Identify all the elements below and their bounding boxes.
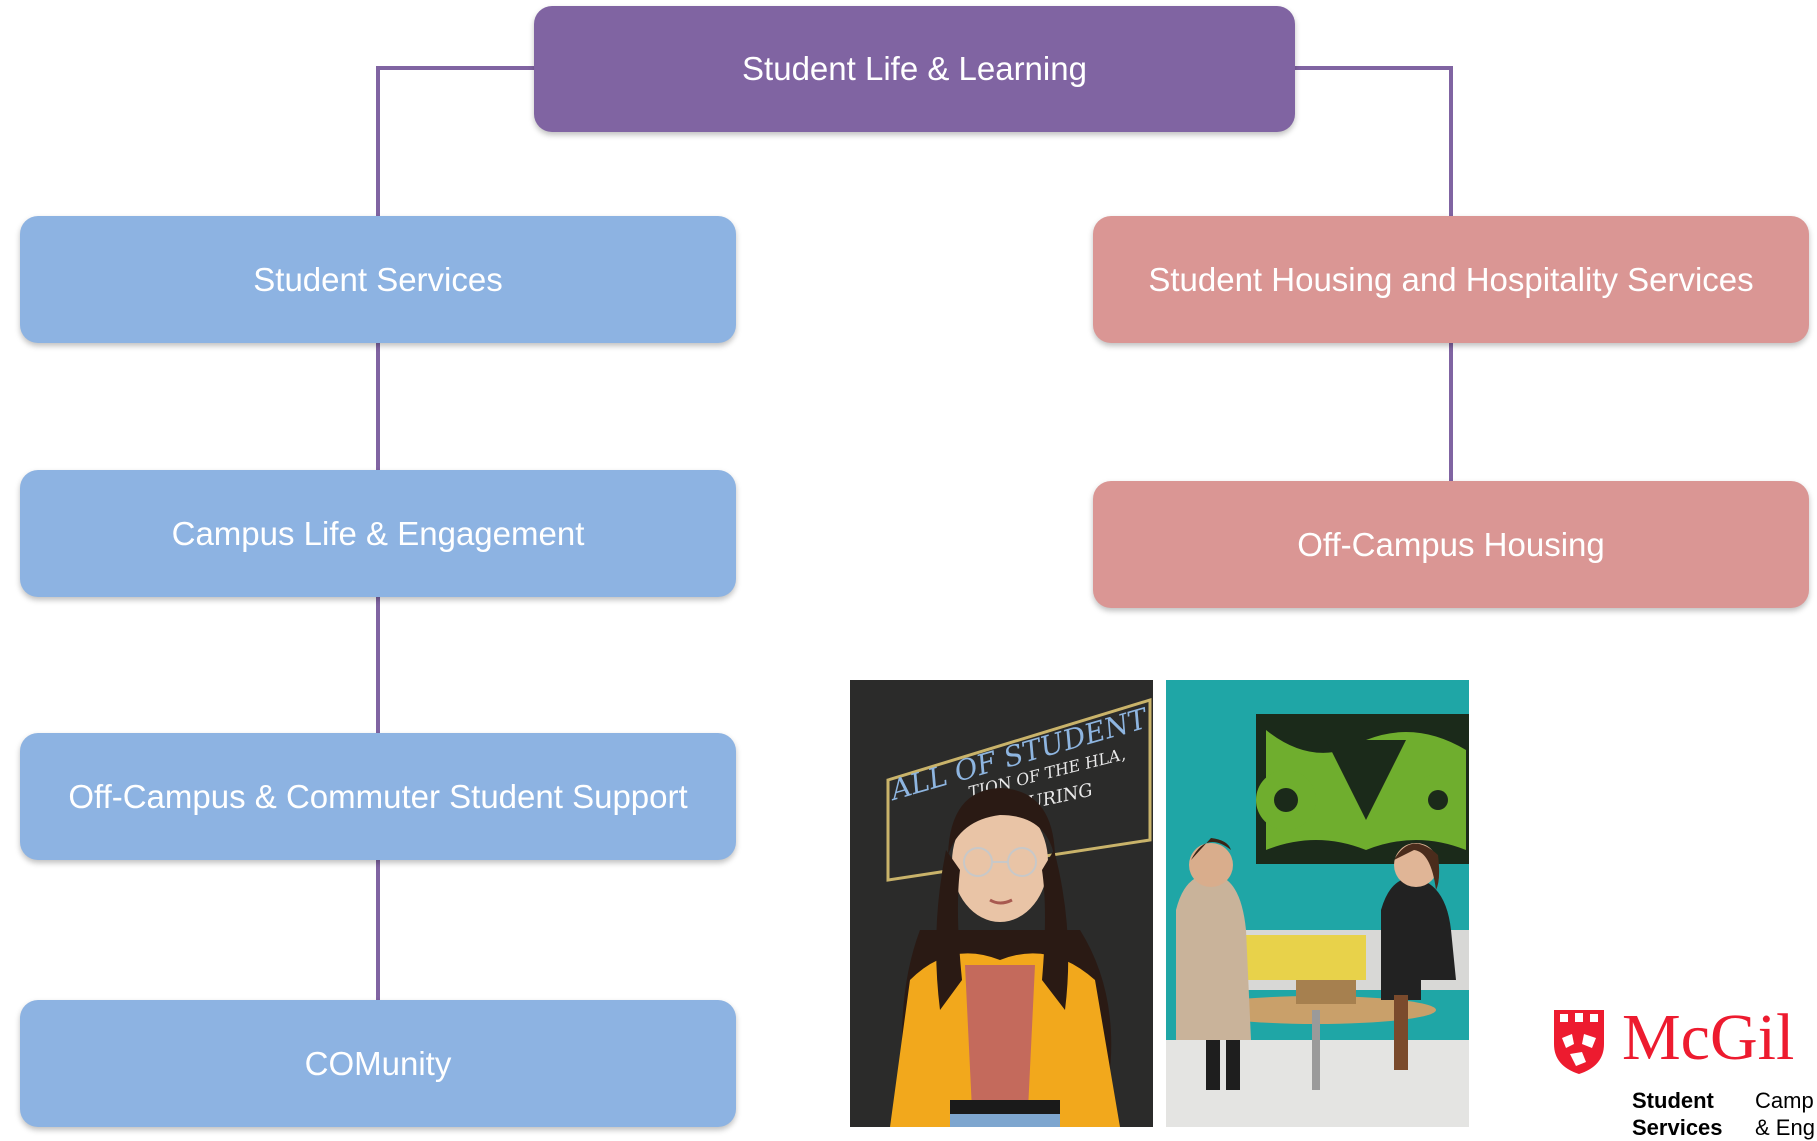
node-student-housing-hospitality: Student Housing and Hospitality Services (1093, 216, 1809, 343)
connector-top-right-vertical (1449, 66, 1453, 218)
logo-label-student: Student (1632, 1088, 1714, 1113)
connector-right-1-2 (1449, 342, 1453, 482)
connector-top-right-horizontal (1294, 66, 1453, 70)
node-student-life-learning: Student Life & Learning (534, 6, 1295, 132)
photo-student-chalkboard: ALL OF STUDENT SERVICES TION OF THE HLA,… (850, 680, 1153, 1127)
mcgill-crest-icon (1552, 1008, 1606, 1076)
photo-students-lounge (1166, 680, 1469, 1127)
connector-top-left-vertical (376, 66, 380, 218)
connector-left-3-4 (376, 858, 380, 1002)
node-student-services: Student Services (20, 216, 736, 343)
logo-label-services: Services (1632, 1115, 1723, 1140)
node-off-campus-housing: Off-Campus Housing (1093, 481, 1809, 608)
logo-label-campus: Camp (1755, 1088, 1814, 1113)
connector-left-1-2 (376, 342, 380, 472)
mcgill-wordmark: McGil (1622, 1001, 1795, 1074)
connector-top-left-horizontal (376, 66, 535, 70)
logo-label-engagement: & Eng (1755, 1115, 1815, 1140)
node-campus-life-engagement: Campus Life & Engagement (20, 470, 736, 597)
node-off-campus-commuter-support: Off-Campus & Commuter Student Support (20, 733, 736, 860)
connector-left-2-3 (376, 596, 380, 734)
node-comunity: COMunity (20, 1000, 736, 1127)
